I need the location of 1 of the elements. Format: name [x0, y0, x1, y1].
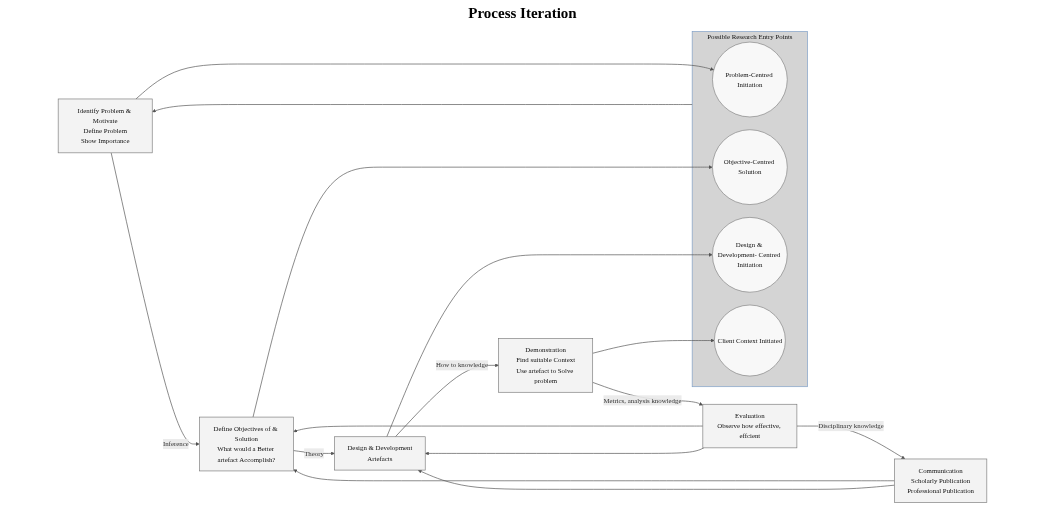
diagram-heading: Process Iteration: [468, 5, 577, 21]
